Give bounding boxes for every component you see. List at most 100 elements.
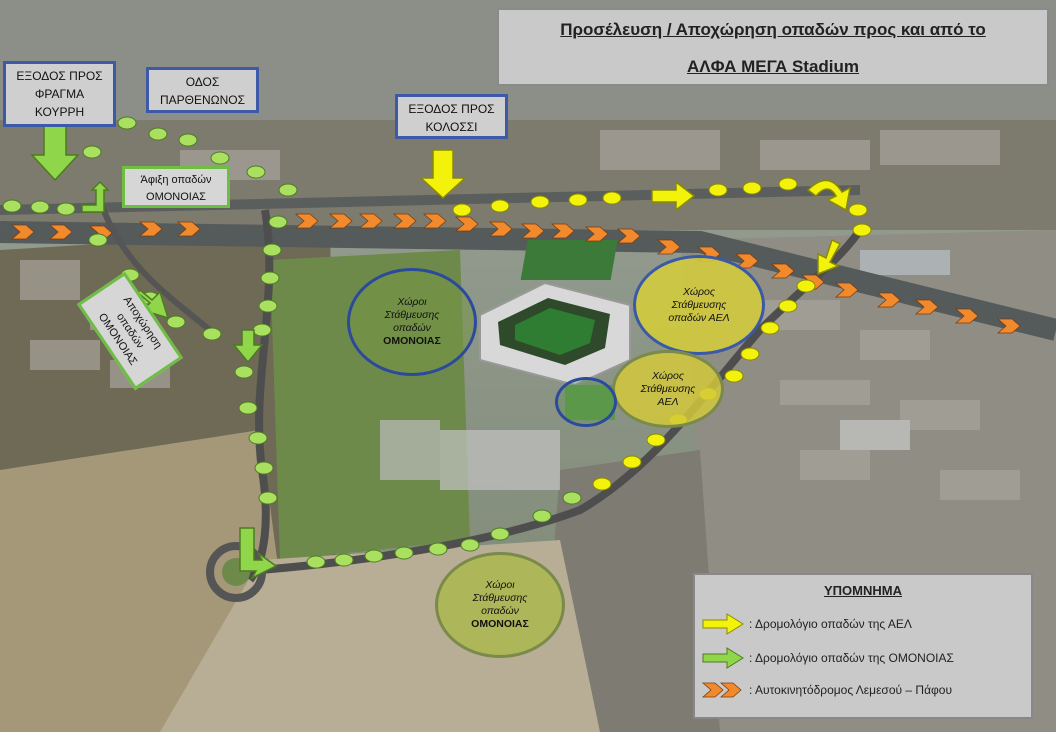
label-line: ΦΡΑΓΜΑ — [34, 87, 85, 101]
legend-text: : Αυτοκινητόδρομος Λεμεσού – Πάφου — [749, 683, 953, 697]
route-dot — [592, 477, 612, 491]
motorway-chevron — [488, 221, 513, 237]
zone-line: Στάθμευσης — [472, 592, 528, 604]
route-dot — [258, 299, 278, 313]
route-dot — [268, 215, 288, 229]
motorway-chevron — [48, 224, 73, 240]
motorway-chevron — [996, 318, 1021, 334]
legend-title: ΥΠΟΜΝΗΜΑ — [824, 583, 902, 598]
label-line: ΚΟΥΡΡΗ — [34, 105, 85, 119]
route-dot — [254, 461, 274, 475]
parking-omonia-south: Χώροι Στάθμευσης οπαδών ΟΜΟΝΟΙΑΣ — [435, 552, 565, 658]
route-dot — [760, 321, 780, 335]
label-line: ΕΞΟΔΟΣ ΠΡΟΣ — [408, 102, 495, 116]
motorway-chevron — [328, 213, 353, 229]
route-dot — [210, 151, 230, 165]
zone-line: ΟΜΟΝΟΙΑΣ — [471, 618, 529, 630]
motorway-chevron — [454, 216, 479, 232]
parking-ael-south: Χώρος Στάθμευσης ΑΕΛ — [612, 350, 724, 428]
green-arrow-icon — [702, 647, 744, 669]
zone-line: οπαδών — [481, 605, 519, 617]
motorway-chevron — [914, 299, 939, 315]
legend-text: : Δρομολόγιο οπαδών της ΟΜΟΝΟΙΑΣ — [749, 651, 954, 665]
route-dot — [490, 527, 510, 541]
route-dot — [252, 323, 272, 337]
parking-ael-east: Χώρος Στάθμευσης οπαδών ΑΕΛ — [633, 255, 765, 355]
yellow-arrow-icon — [651, 180, 696, 212]
motorway-chevron — [138, 221, 163, 237]
zone-line: ΑΕΛ — [657, 395, 679, 408]
route-dot — [602, 191, 622, 205]
motorway-chevron — [358, 213, 383, 229]
route-dot — [490, 199, 510, 213]
route-dot — [778, 299, 798, 313]
motorway-chevron — [876, 292, 901, 308]
route-dot — [334, 553, 354, 567]
green-arrow-icon — [81, 180, 110, 213]
route-dot — [166, 315, 186, 329]
zone-line: Στάθμευσης — [640, 382, 696, 395]
zone-line: οπαδών — [393, 322, 431, 334]
route-dot — [117, 116, 137, 130]
legend-item-omonia: : Δρομολόγιο οπαδών της ΟΜΟΝΟΙΑΣ — [701, 647, 954, 669]
route-dot — [724, 369, 744, 383]
route-dot — [740, 347, 760, 361]
route-dot — [530, 195, 550, 209]
route-dot — [568, 193, 588, 207]
motorway-chevron — [770, 263, 795, 279]
route-dot — [394, 546, 414, 560]
route-dot — [452, 203, 472, 217]
title-line-1: Προσέλευση / Αποχώρηση οπαδών προς και α… — [560, 20, 986, 39]
route-dot — [178, 133, 198, 147]
route-dot — [460, 538, 480, 552]
parking-omonia-north: Χώροι Στάθμευσης οπαδών ΟΜΟΝΟΙΑΣ — [347, 268, 477, 376]
label-line: ΚΟΛΟΣΣΙ — [425, 120, 478, 134]
map-title-box: Προσέλευση / Αποχώρηση οπαδών προς και α… — [497, 8, 1049, 86]
zone-line: Στάθμευσης — [384, 309, 440, 321]
motorway-chevron — [656, 239, 681, 255]
motorway-chevron — [422, 213, 447, 229]
zone-line: Στάθμευσης — [671, 298, 727, 311]
route-dot — [258, 491, 278, 505]
route-dot — [148, 127, 168, 141]
title-line-2: ΑΛΦΑ ΜΕΓΑ Stadium — [686, 57, 860, 76]
motorway-chevron — [294, 213, 319, 229]
yellow-arrow-icon — [419, 149, 467, 200]
label-line: ΠΑΡΘΕΝΩΝΟΣ — [159, 93, 246, 107]
zone-line: Χώροι — [485, 579, 515, 591]
label-line: ΕΞΟΔΟΣ ΠΡΟΣ — [16, 69, 103, 83]
motorway-chevron — [616, 228, 641, 244]
motorway-chevron — [584, 226, 609, 242]
route-dot — [646, 433, 666, 447]
motorway-chevron — [10, 224, 35, 240]
route-dot — [562, 491, 582, 505]
ael-arrows — [419, 149, 852, 276]
route-dot — [202, 327, 222, 341]
route-dot — [30, 200, 50, 214]
route-dot — [364, 549, 384, 563]
motorway-chevron — [954, 308, 979, 324]
zone-line: οπαδών ΑΕΛ — [668, 311, 730, 324]
route-dot — [778, 177, 798, 191]
omonia-arrows — [30, 125, 278, 580]
exit-kourri-label: ΕΞΟΔΟΣ ΠΡΟΣ ΦΡΑΓΜΑ ΚΟΥΡΡΗ — [3, 61, 116, 127]
zone-line: Χώρος — [683, 285, 715, 298]
exit-kolossi-label: ΕΞΟΔΟΣ ΠΡΟΣ ΚΟΛΟΣΣΙ — [395, 94, 508, 139]
route-dot — [306, 555, 326, 569]
parthenon-road-label: ΟΔΟΣ ΠΑΡΘΕΝΩΝΟΣ — [146, 67, 259, 113]
route-dot — [234, 365, 254, 379]
route-dot — [622, 455, 642, 469]
route-dot — [246, 165, 266, 179]
route-dot — [56, 202, 76, 216]
legend: ΥΠΟΜΝΗΜΑ : Δρομολόγιο οπαδών της ΑΕΛ : Δ… — [693, 573, 1033, 719]
motorway-chevron — [520, 223, 545, 239]
motorway-chevron — [734, 253, 759, 269]
motorway-chevron — [392, 213, 417, 229]
label-line: ΟΔΟΣ — [185, 75, 220, 89]
route-dot — [82, 145, 102, 159]
legend-item-motorway: : Αυτοκινητόδρομος Λεμεσού – Πάφου — [701, 679, 952, 701]
motorway-chevron — [550, 223, 575, 239]
orange-chevrons-icon — [701, 682, 742, 698]
zone-line: ΟΜΟΝΟΙΑΣ — [383, 335, 441, 347]
